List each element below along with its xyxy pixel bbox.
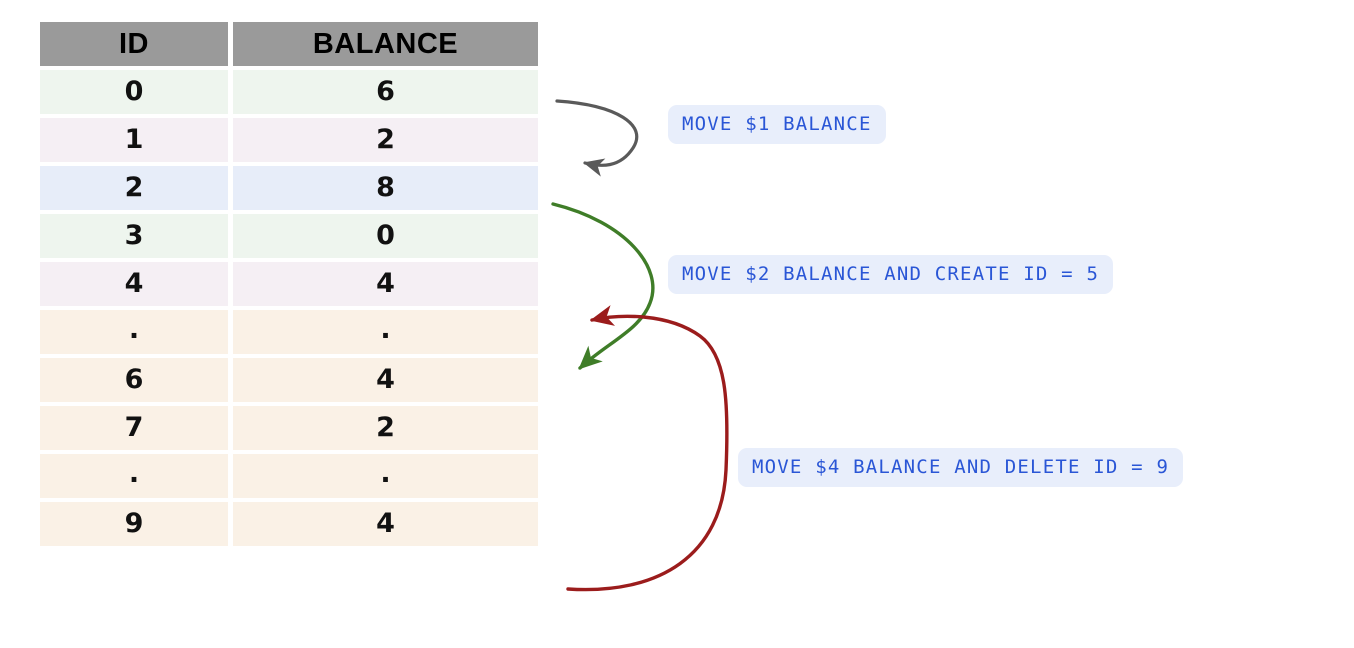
cell-id: 6	[40, 358, 228, 402]
cell-balance-ellipsis: .	[233, 454, 538, 498]
table-row: 1 2	[40, 118, 538, 162]
cell-balance-ellipsis: .	[233, 310, 538, 354]
arrow-move-2	[551, 202, 655, 370]
cell-id: 9	[40, 502, 228, 546]
table-row: 6 4	[40, 358, 538, 402]
table-row-ellipsis: . .	[40, 310, 538, 354]
cell-balance: 2	[233, 406, 538, 450]
cell-balance: 4	[233, 502, 538, 546]
cell-balance: 2	[233, 118, 538, 162]
annotation-label-move-2: MOVE $2 BALANCE AND CREATE ID = 5	[668, 255, 1114, 294]
cell-balance: 4	[233, 358, 538, 402]
arrow-move-4	[566, 305, 729, 592]
cell-id: 1	[40, 118, 228, 162]
table-row: 3 0	[40, 214, 538, 258]
column-header-id: ID	[40, 22, 228, 66]
arrow-move-1	[555, 99, 639, 177]
cell-balance: 0	[233, 214, 538, 258]
table-row: 0 6	[40, 70, 538, 114]
table-row-ellipsis: . .	[40, 454, 538, 498]
cell-id: 4	[40, 262, 228, 306]
table-row: 2 8	[40, 166, 538, 210]
table-row: 4 4	[40, 262, 538, 306]
annotation-label-move-1: MOVE $1 BALANCE	[668, 105, 886, 144]
cell-id: 0	[40, 70, 228, 114]
balance-table: ID BALANCE 0 6 1 2 2 8 3 0 4 4 . . 6	[40, 22, 538, 550]
column-header-balance: BALANCE	[233, 22, 538, 66]
cell-balance: 8	[233, 166, 538, 210]
annotation-label-move-4: MOVE $4 BALANCE AND DELETE ID = 9	[738, 448, 1184, 487]
cell-id: 7	[40, 406, 228, 450]
cell-balance: 6	[233, 70, 538, 114]
cell-id-ellipsis: .	[40, 310, 228, 354]
table-row: 9 4	[40, 502, 538, 546]
cell-id: 3	[40, 214, 228, 258]
table-row: 7 2	[40, 406, 538, 450]
table-header-row: ID BALANCE	[40, 22, 538, 66]
cell-id: 2	[40, 166, 228, 210]
cell-id-ellipsis: .	[40, 454, 228, 498]
cell-balance: 4	[233, 262, 538, 306]
